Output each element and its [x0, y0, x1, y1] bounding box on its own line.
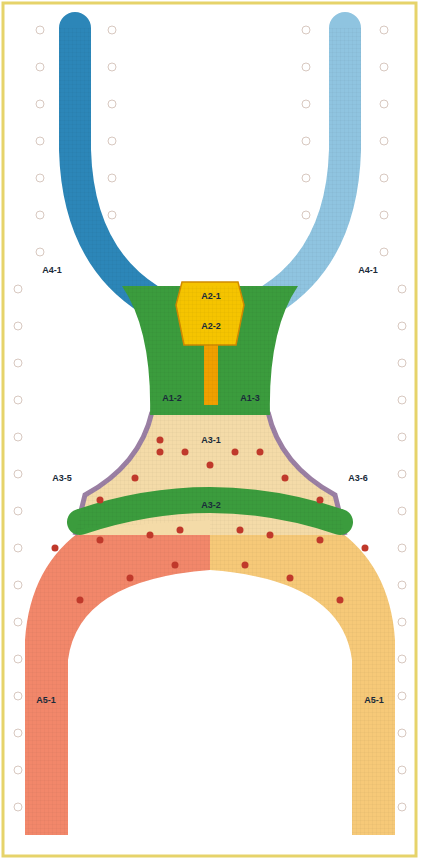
- grid-marker: [14, 692, 22, 700]
- red-marker: [267, 532, 274, 539]
- red-marker: [362, 545, 369, 552]
- grid-marker: [108, 137, 116, 145]
- grid-marker: [380, 211, 388, 219]
- grid-marker: [108, 63, 116, 71]
- zone-label: A3-5: [52, 474, 72, 483]
- grid-marker: [14, 618, 22, 626]
- grid-marker: [14, 544, 22, 552]
- grid-marker: [380, 248, 388, 256]
- red-marker: [282, 475, 289, 482]
- red-marker: [97, 537, 104, 544]
- grid-marker: [36, 137, 44, 145]
- grid-marker: [398, 766, 406, 774]
- red-markers: [52, 437, 369, 604]
- grid-marker: [380, 137, 388, 145]
- grid-marker: [108, 100, 116, 108]
- grid-marker: [398, 581, 406, 589]
- grid-marker: [36, 174, 44, 182]
- red-marker: [127, 575, 134, 582]
- grid-marker: [36, 100, 44, 108]
- grid-marker: [398, 655, 406, 663]
- grid-marker: [36, 211, 44, 219]
- red-marker: [177, 527, 184, 534]
- grid-marker: [14, 655, 22, 663]
- zone-label: A4-1: [358, 266, 378, 275]
- grid-marker: [14, 285, 22, 293]
- grid-marker: [302, 174, 310, 182]
- red-marker: [172, 562, 179, 569]
- grid-marker: [302, 26, 310, 34]
- grid-marker: [14, 470, 22, 478]
- zone-label: A4-1: [42, 266, 62, 275]
- red-marker: [147, 532, 154, 539]
- grid-marker: [398, 359, 406, 367]
- grid-marker: [380, 63, 388, 71]
- grid-marker: [302, 137, 310, 145]
- grid-marker: [14, 766, 22, 774]
- grid-marker: [398, 618, 406, 626]
- grid-marker: [398, 692, 406, 700]
- grid-marker: [380, 100, 388, 108]
- red-marker: [97, 497, 104, 504]
- grid-marker: [380, 174, 388, 182]
- grid-marker: [302, 100, 310, 108]
- grid-marker: [398, 396, 406, 404]
- grid-marker: [14, 396, 22, 404]
- red-marker: [157, 449, 164, 456]
- grid-marker: [14, 359, 22, 367]
- zone-label: A1-3: [240, 394, 260, 403]
- grid-marker: [108, 211, 116, 219]
- grid-marker: [398, 729, 406, 737]
- zone-texture: [25, 286, 395, 835]
- red-marker: [317, 537, 324, 544]
- grid-marker: [14, 322, 22, 330]
- grid-marker: [108, 174, 116, 182]
- grid-marker: [14, 803, 22, 811]
- grid-marker: [302, 63, 310, 71]
- zone-label: A3-6: [348, 474, 368, 483]
- red-marker: [182, 449, 189, 456]
- grid-marker: [398, 544, 406, 552]
- red-marker: [337, 597, 344, 604]
- zone-label: A5-1: [364, 696, 384, 705]
- grid-marker: [398, 803, 406, 811]
- zone-label: A3-1: [201, 436, 221, 445]
- red-marker: [232, 449, 239, 456]
- red-marker: [132, 475, 139, 482]
- red-marker: [77, 597, 84, 604]
- red-marker: [157, 437, 164, 444]
- red-marker: [242, 562, 249, 569]
- zone-label: A5-1: [36, 696, 56, 705]
- grid-marker: [14, 507, 22, 515]
- grid-marker: [398, 322, 406, 330]
- red-marker: [207, 462, 214, 469]
- zone-label: A2-1: [201, 292, 221, 301]
- grid-marker: [36, 26, 44, 34]
- grid-marker: [14, 729, 22, 737]
- zone-label: A2-2: [201, 322, 221, 331]
- red-marker: [52, 545, 59, 552]
- grid-marker: [398, 507, 406, 515]
- grid-marker: [36, 248, 44, 256]
- frame: [3, 3, 416, 856]
- grid-marker: [398, 433, 406, 441]
- zone-label: A1-2: [162, 394, 182, 403]
- grid-marker: [398, 470, 406, 478]
- grid-marker: [14, 433, 22, 441]
- red-marker: [257, 449, 264, 456]
- arm-texture: [75, 28, 345, 300]
- grid-marker: [108, 26, 116, 34]
- red-marker: [317, 497, 324, 504]
- red-marker: [287, 575, 294, 582]
- grid-marker: [302, 211, 310, 219]
- grid-marker: [36, 63, 44, 71]
- red-marker: [237, 527, 244, 534]
- grid-marker: [398, 285, 406, 293]
- zone-label: A3-2: [201, 501, 221, 510]
- grid-marker: [14, 581, 22, 589]
- grid-marker: [380, 26, 388, 34]
